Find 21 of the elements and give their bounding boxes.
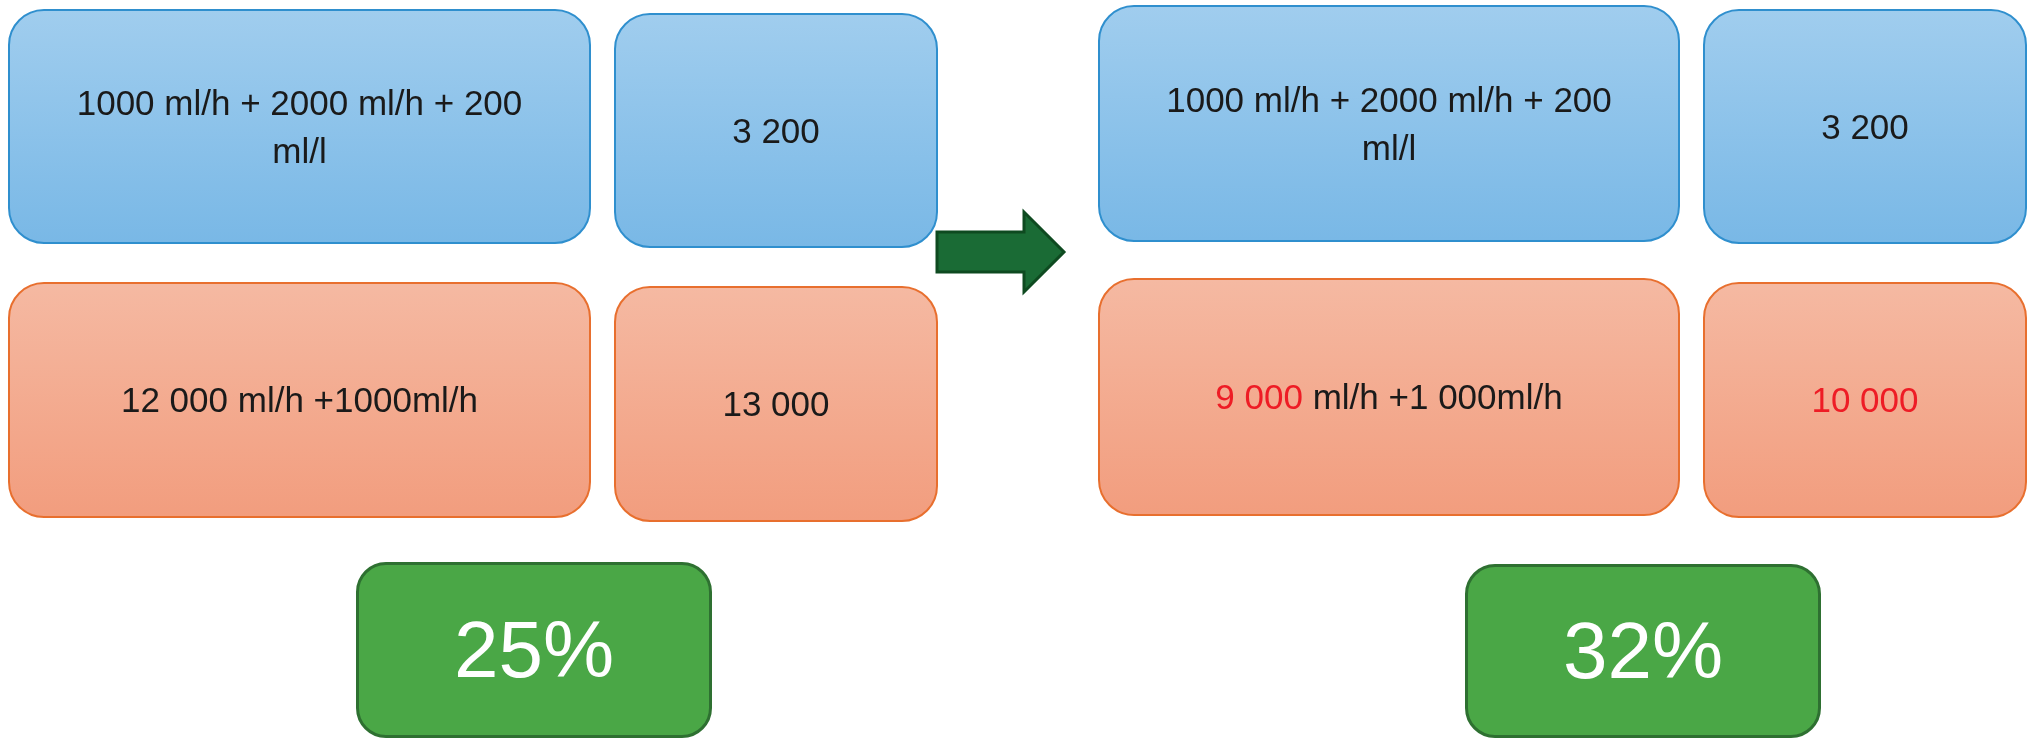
result-box (1465, 564, 1821, 738)
value-box (1703, 9, 2027, 244)
value-box (8, 9, 591, 244)
value-text: 3 200 (1821, 105, 1909, 148)
block-arrow (935, 208, 1067, 296)
percentage-text: 32% (1562, 605, 1724, 697)
value-text: 13 000 (722, 383, 830, 426)
value-text: 10 000 (1811, 379, 1919, 422)
value-box (614, 13, 938, 248)
value-text: 12 000 ml/h +1000ml/h (120, 379, 478, 422)
value-box (1703, 282, 2027, 518)
value-text: 3 200 (732, 109, 820, 152)
value-box (614, 286, 938, 522)
value-box (1098, 278, 1680, 516)
percentage-text: 25% (453, 604, 615, 696)
result-box (356, 562, 712, 738)
value-box (1098, 5, 1680, 242)
value-text: 9 000 ml/h +1 000ml/h (1215, 376, 1563, 419)
value-box (8, 282, 591, 518)
value-text: 1000 ml/h + 2000 ml/h + 200 ml/l (75, 82, 524, 172)
value-text: 1000 ml/h + 2000 ml/h + 200 ml/l (1165, 79, 1613, 169)
